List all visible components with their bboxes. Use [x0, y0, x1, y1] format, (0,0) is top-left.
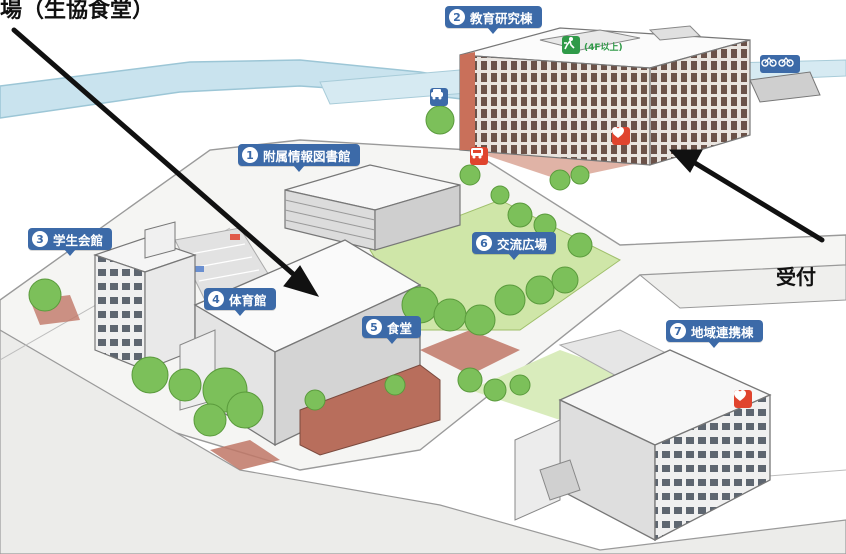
- building-number: 1: [242, 147, 258, 163]
- aed-icon: [612, 127, 630, 145]
- building-name: 体育館: [229, 292, 267, 308]
- building-name: 食堂: [387, 320, 413, 336]
- arrows: [11, 27, 825, 297]
- label-building-5: 5 食堂: [362, 316, 422, 344]
- building-number: 7: [670, 323, 686, 339]
- building-number: 2: [449, 9, 465, 25]
- bus-icon: [470, 147, 488, 165]
- building-library: [284, 164, 461, 251]
- road-right: [638, 264, 846, 309]
- building-number: 5: [366, 319, 382, 335]
- bike-shed: [749, 71, 821, 103]
- building-student-hall: [93, 221, 197, 371]
- road-south: [0, 329, 846, 554]
- label-building-3: 3 学生会館: [28, 228, 113, 256]
- evacuation-icon: [562, 36, 580, 54]
- trees: [28, 105, 593, 437]
- building-number: 3: [32, 231, 48, 247]
- building-name: 学生会館: [53, 232, 104, 248]
- bicycle-parking-icon: [760, 55, 800, 73]
- label-building-2: 2 教育研究棟: [445, 6, 542, 34]
- evacuation-floor-note: (4F以上): [584, 43, 623, 53]
- building-name: 教育研究棟: [470, 10, 533, 26]
- label-building-7: 7 地域連携棟: [666, 320, 763, 348]
- brick-path-b: [420, 330, 520, 375]
- building-regional-collab: [514, 349, 772, 542]
- top-left-label: 場（生協食堂）: [0, 0, 155, 23]
- building-number: 4: [208, 291, 224, 307]
- reception-label: 受付: [776, 265, 816, 289]
- label-building-4: 4 体育館: [204, 288, 276, 316]
- parking-icon: [430, 88, 448, 106]
- label-building-6: 6 交流広場: [472, 232, 557, 260]
- building-number: 6: [476, 235, 492, 251]
- building-name: 附属情報図書館: [263, 148, 351, 164]
- brick-path-c: [210, 440, 280, 470]
- building-name: 交流広場: [497, 236, 548, 252]
- building-name: 地域連携棟: [691, 324, 754, 340]
- label-building-1: 1 附属情報図書館: [238, 144, 360, 172]
- aed-icon: [734, 390, 752, 408]
